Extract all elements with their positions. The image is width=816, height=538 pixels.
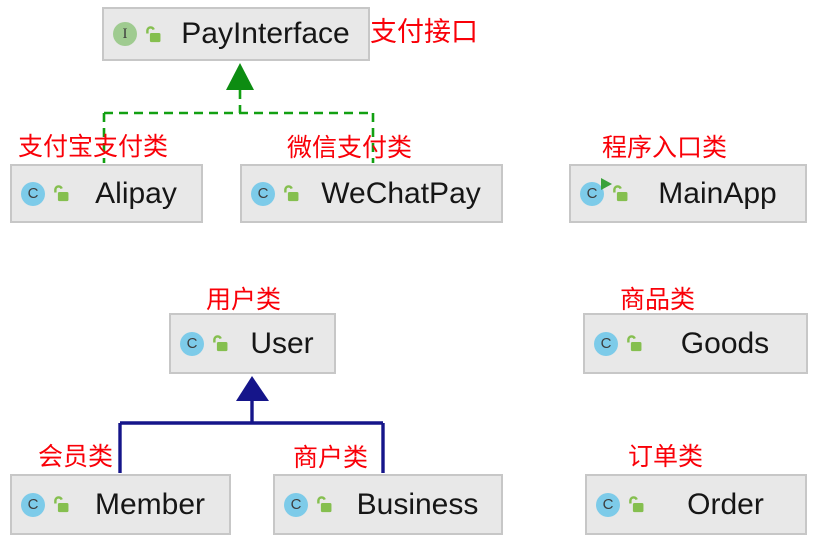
class-icon-glyph: C: [600, 335, 612, 352]
node-order[interactable]: C Order: [585, 474, 807, 535]
node-name: Member: [94, 487, 206, 521]
unlocked-icon: [611, 184, 630, 203]
node-name: Order: [687, 487, 764, 521]
run-icon: [601, 177, 612, 190]
unlocked-icon: [211, 334, 230, 353]
unlocked-icon: [52, 184, 71, 203]
node-name: WeChatPay: [321, 176, 481, 210]
realization-arrowhead: [226, 63, 254, 90]
annotation-user: 用户类: [206, 286, 282, 314]
class-icon: C: [21, 492, 45, 517]
annotation-member: 会员类: [38, 443, 114, 471]
node-wechatpay[interactable]: C WeChatPay: [240, 164, 503, 223]
class-icon: C: [21, 181, 45, 206]
class-icon: C: [596, 492, 620, 517]
annotation-alipay: 支付宝支付类: [18, 133, 169, 161]
annotation-mainapp: 程序入口类: [602, 134, 728, 162]
node-name: User: [250, 326, 314, 360]
class-icon: C: [251, 181, 275, 206]
class-icon-glyph: C: [602, 496, 614, 513]
node-mainapp[interactable]: C MainApp: [569, 164, 807, 223]
unlocked-icon: [52, 495, 71, 514]
interface-icon: I: [113, 22, 137, 46]
class-icon-glyph: C: [586, 185, 598, 202]
class-icon: C: [180, 331, 204, 356]
node-business[interactable]: C Business: [273, 474, 503, 535]
annotation-wechatpay: 微信支付类: [287, 134, 413, 162]
annotation-order: 订单类: [628, 443, 704, 471]
unlocked-icon: [627, 495, 646, 514]
annotation-business: 商户类: [293, 444, 369, 472]
unlocked-icon: [144, 25, 163, 44]
class-icon-glyph: C: [257, 185, 269, 202]
node-name: Goods: [680, 326, 770, 360]
runnable-class-icon: C: [580, 177, 612, 206]
node-name: Alipay: [95, 176, 177, 210]
node-payinterface[interactable]: I PayInterface: [102, 7, 370, 61]
class-icon-glyph: C: [186, 335, 198, 352]
interface-icon-glyph: I: [122, 25, 128, 42]
class-icon-glyph: C: [27, 496, 39, 513]
unlocked-icon: [315, 495, 334, 514]
node-name: MainApp: [658, 176, 777, 210]
node-alipay[interactable]: C Alipay: [10, 164, 203, 223]
node-user[interactable]: C User: [169, 313, 336, 374]
node-member[interactable]: C Member: [10, 474, 231, 535]
node-goods[interactable]: C Goods: [583, 313, 808, 374]
inheritance-arrowhead: [236, 376, 269, 401]
node-name: Business: [356, 487, 479, 521]
annotation-goods: 商品类: [620, 286, 696, 314]
class-icon: C: [594, 331, 618, 356]
class-icon: C: [284, 492, 308, 517]
annotation-payinterface: 支付接口: [370, 17, 478, 47]
class-icon-glyph: C: [290, 496, 302, 513]
unlocked-icon: [282, 184, 301, 203]
class-icon-glyph: C: [27, 185, 39, 202]
unlocked-icon: [625, 334, 644, 353]
node-name: PayInterface: [181, 17, 350, 50]
